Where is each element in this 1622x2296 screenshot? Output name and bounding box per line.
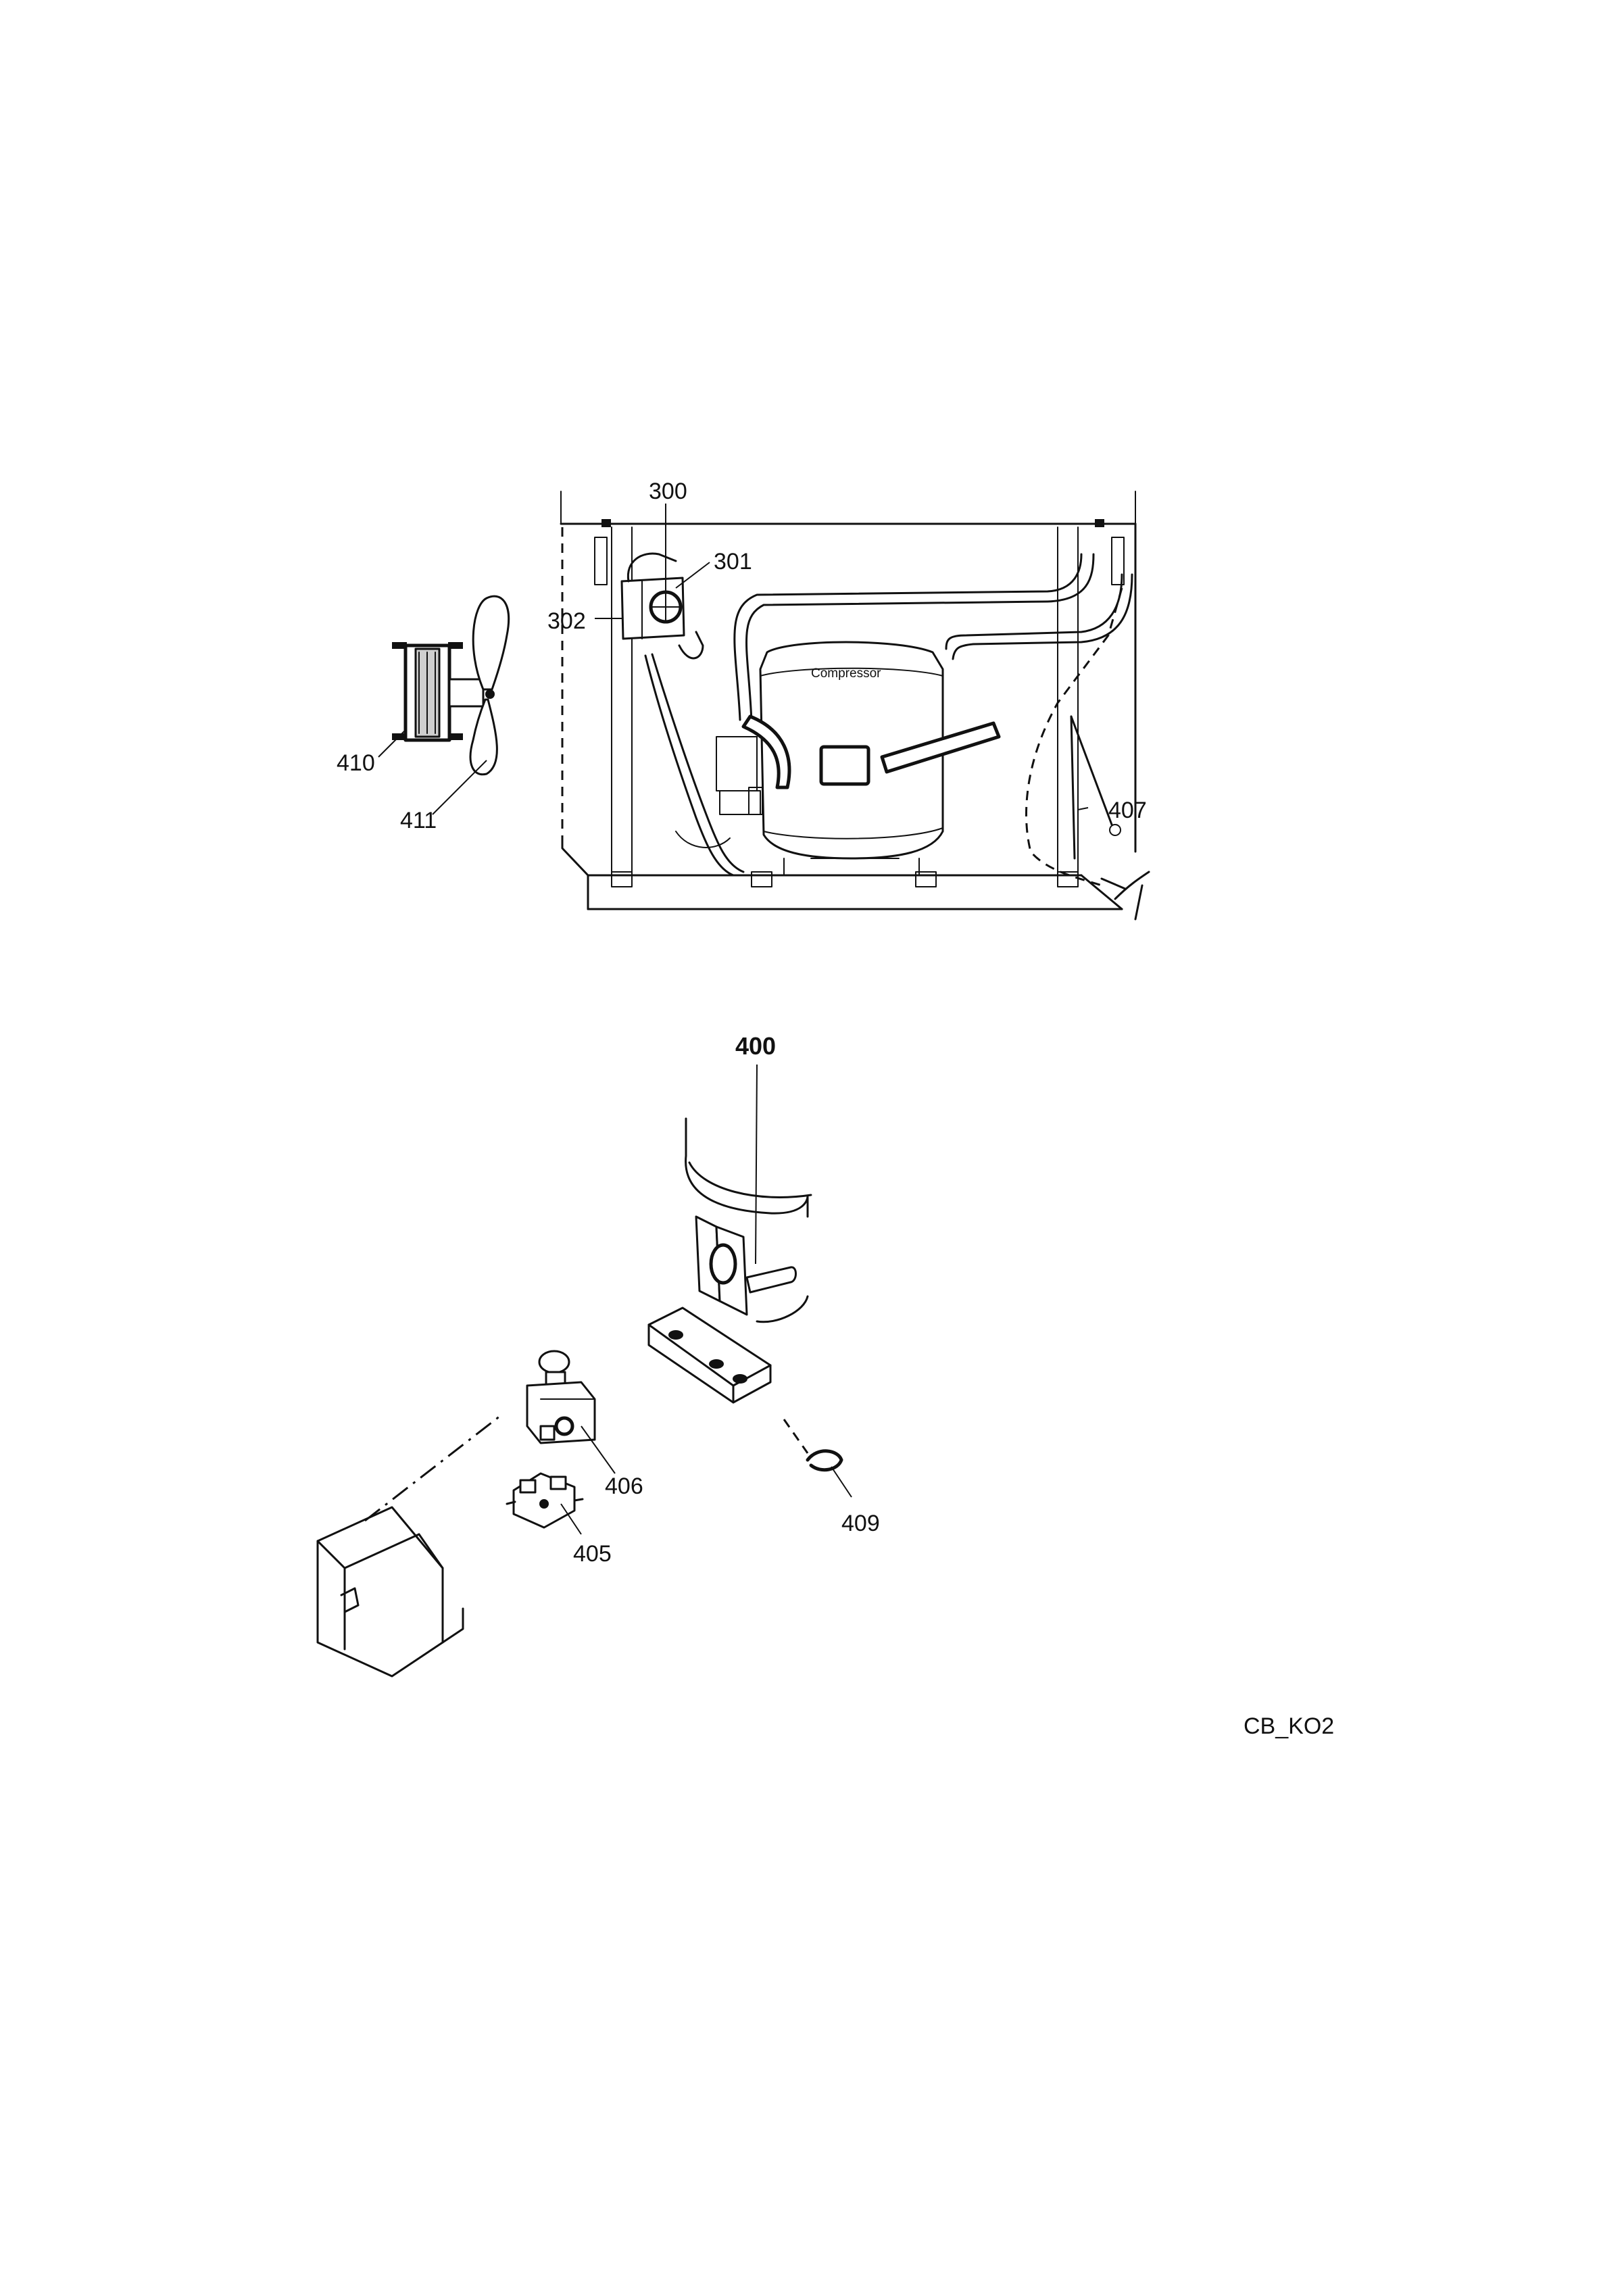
callout-leaders bbox=[378, 504, 1089, 1535]
fan-motor bbox=[392, 642, 485, 742]
refrigerant-tubing bbox=[733, 553, 1133, 723]
start-relay bbox=[526, 1350, 596, 1444]
label-part-410: 410 bbox=[337, 750, 375, 776]
label-part-409: 409 bbox=[841, 1511, 880, 1536]
label-part-405: 405 bbox=[573, 1541, 612, 1567]
label-part-411: 411 bbox=[400, 808, 437, 833]
fan-blade bbox=[469, 595, 510, 776]
wiring-harness bbox=[644, 631, 763, 877]
terminal-cover bbox=[316, 1415, 501, 1678]
overload-protector bbox=[506, 1472, 584, 1529]
cabinet-frame bbox=[560, 491, 1137, 910]
label-part-301: 301 bbox=[714, 549, 752, 575]
control-box bbox=[620, 552, 685, 640]
compressor-body-detail bbox=[647, 1117, 812, 1404]
compressor-label: Compressor bbox=[811, 666, 881, 681]
compressor: Compressor bbox=[741, 641, 1001, 876]
label-part-400: 400 bbox=[735, 1032, 776, 1060]
diagram-code: CB_KO2 bbox=[1244, 1713, 1334, 1739]
label-part-300: 300 bbox=[649, 479, 687, 504]
label-part-407: 407 bbox=[1108, 798, 1147, 823]
label-part-302: 302 bbox=[547, 608, 586, 634]
condensate-tube bbox=[1025, 587, 1150, 921]
label-part-406: 406 bbox=[605, 1473, 643, 1499]
retaining-clip bbox=[783, 1419, 843, 1472]
